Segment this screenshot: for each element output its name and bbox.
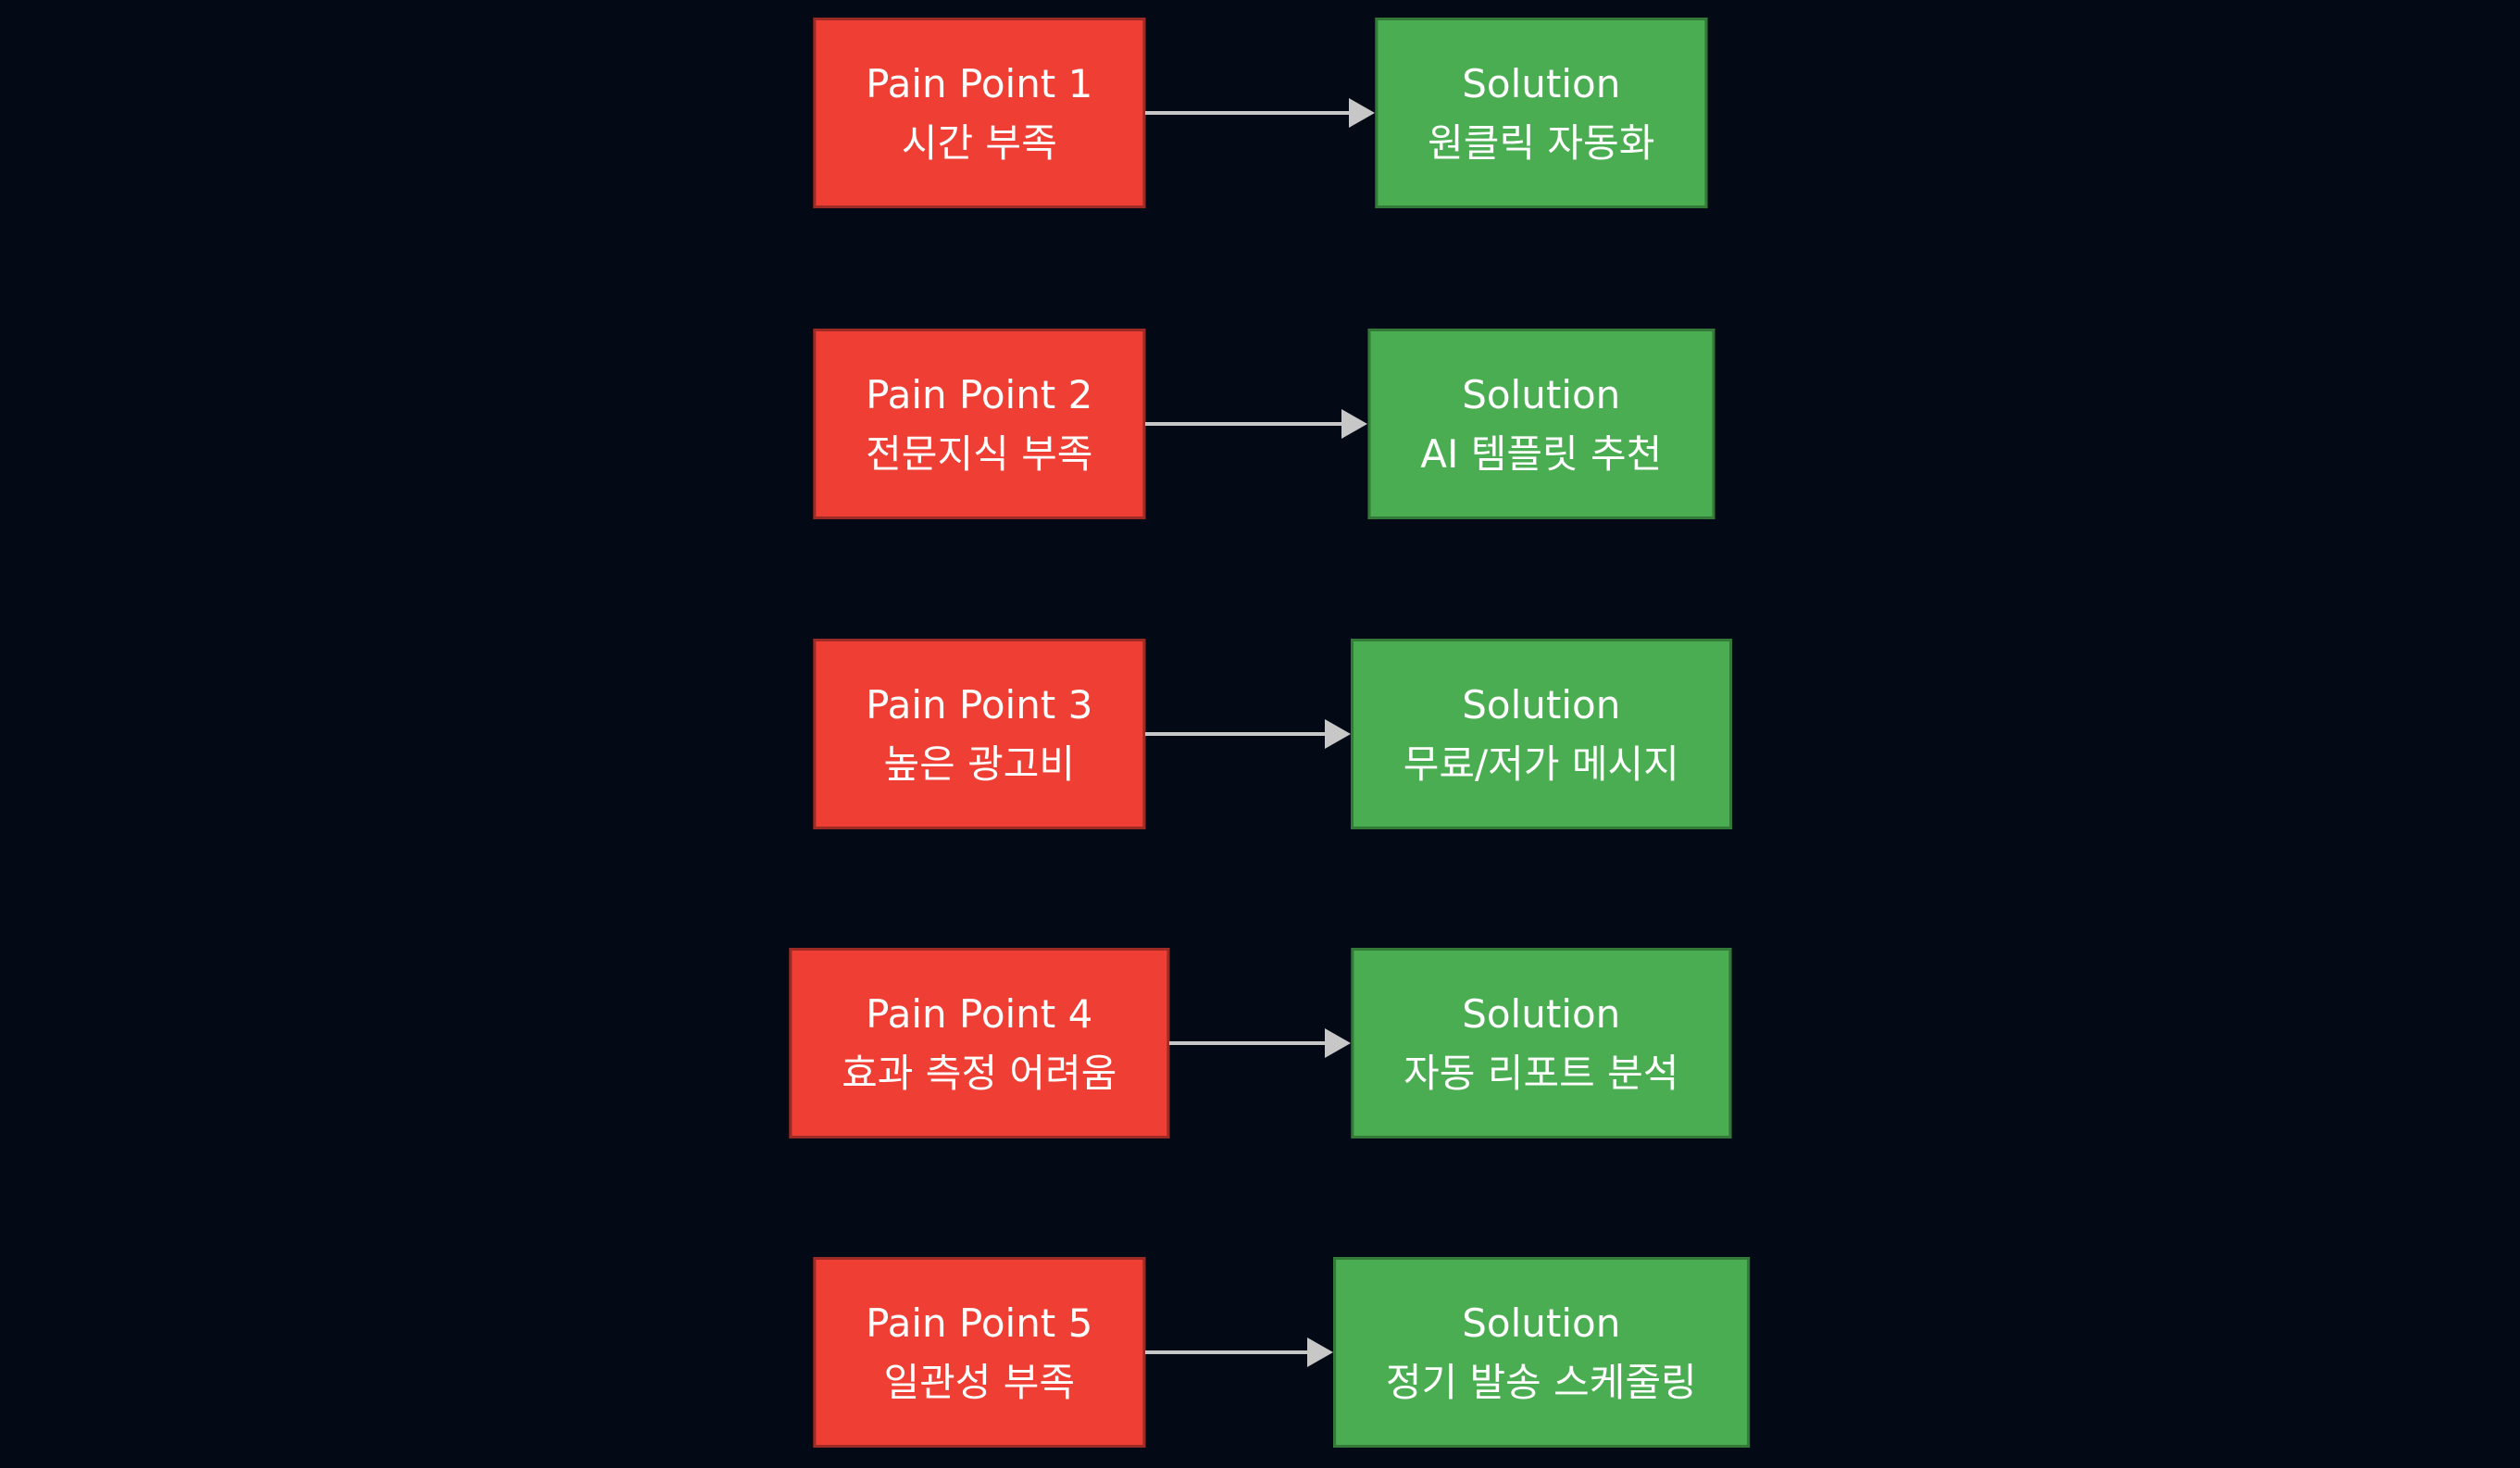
solution-box-1: Solution 원클릭 자동화	[1375, 18, 1708, 208]
pain-point-box-2: Pain Point 2 전문지식 부족	[813, 329, 1146, 519]
solution-box-4: Solution 자동 리포트 분석	[1351, 948, 1732, 1138]
solution-box-5: Solution 정기 발송 스케줄링	[1332, 1257, 1750, 1448]
pain-point-box-5: Pain Point 5 일관성 부족	[813, 1257, 1146, 1448]
arrow-right-icon	[1145, 1337, 1333, 1367]
pain-point-title: Pain Point 5	[866, 1300, 1093, 1346]
pain-point-title: Pain Point 1	[866, 60, 1093, 106]
solution-text: 원클릭 자동화	[1428, 119, 1655, 166]
arrow-right-icon	[1145, 719, 1352, 749]
arrow-right-icon	[1145, 98, 1375, 128]
pain-point-box-4: Pain Point 4 효과 측정 어려움	[789, 948, 1170, 1138]
pain-point-text: 시간 부족	[901, 119, 1057, 166]
pain-point-text: 일관성 부족	[883, 1359, 1076, 1405]
solution-text: 정기 발송 스케줄링	[1385, 1359, 1697, 1405]
pain-point-text: 전문지식 부족	[866, 430, 1093, 477]
pain-point-title: Pain Point 3	[866, 681, 1093, 728]
pain-point-text: 효과 측정 어려움	[842, 1050, 1117, 1096]
solution-title: Solution	[1462, 60, 1621, 106]
solution-title: Solution	[1462, 1300, 1621, 1346]
arrow-right-icon	[1145, 409, 1368, 439]
pain-point-title: Pain Point 4	[866, 990, 1093, 1037]
flow-row: Pain Point 1 시간 부족 Solution 원클릭 자동화	[0, 18, 2520, 208]
solution-title: Solution	[1462, 990, 1621, 1037]
pain-point-title: Pain Point 2	[866, 371, 1093, 417]
flow-row: Pain Point 3 높은 광고비 Solution 무료/저가 메시지	[0, 639, 2520, 829]
solution-text: AI 템플릿 추천	[1420, 430, 1663, 477]
solution-title: Solution	[1462, 681, 1621, 728]
solution-text: 자동 리포트 분석	[1403, 1050, 1679, 1096]
solution-text: 무료/저가 메시지	[1403, 740, 1679, 787]
pain-point-box-1: Pain Point 1 시간 부족	[813, 18, 1146, 208]
pain-point-text: 높은 광고비	[883, 740, 1076, 787]
arrow-right-icon	[1169, 1028, 1351, 1058]
flow-row: Pain Point 5 일관성 부족 Solution 정기 발송 스케줄링	[0, 1257, 2520, 1448]
solution-box-2: Solution AI 템플릿 추천	[1367, 329, 1715, 519]
flow-row: Pain Point 4 효과 측정 어려움 Solution 자동 리포트 분…	[0, 948, 2520, 1138]
solution-title: Solution	[1462, 371, 1621, 417]
flow-row: Pain Point 2 전문지식 부족 Solution AI 템플릿 추천	[0, 329, 2520, 519]
pain-point-box-3: Pain Point 3 높은 광고비	[813, 639, 1146, 829]
solution-box-3: Solution 무료/저가 메시지	[1350, 639, 1732, 829]
